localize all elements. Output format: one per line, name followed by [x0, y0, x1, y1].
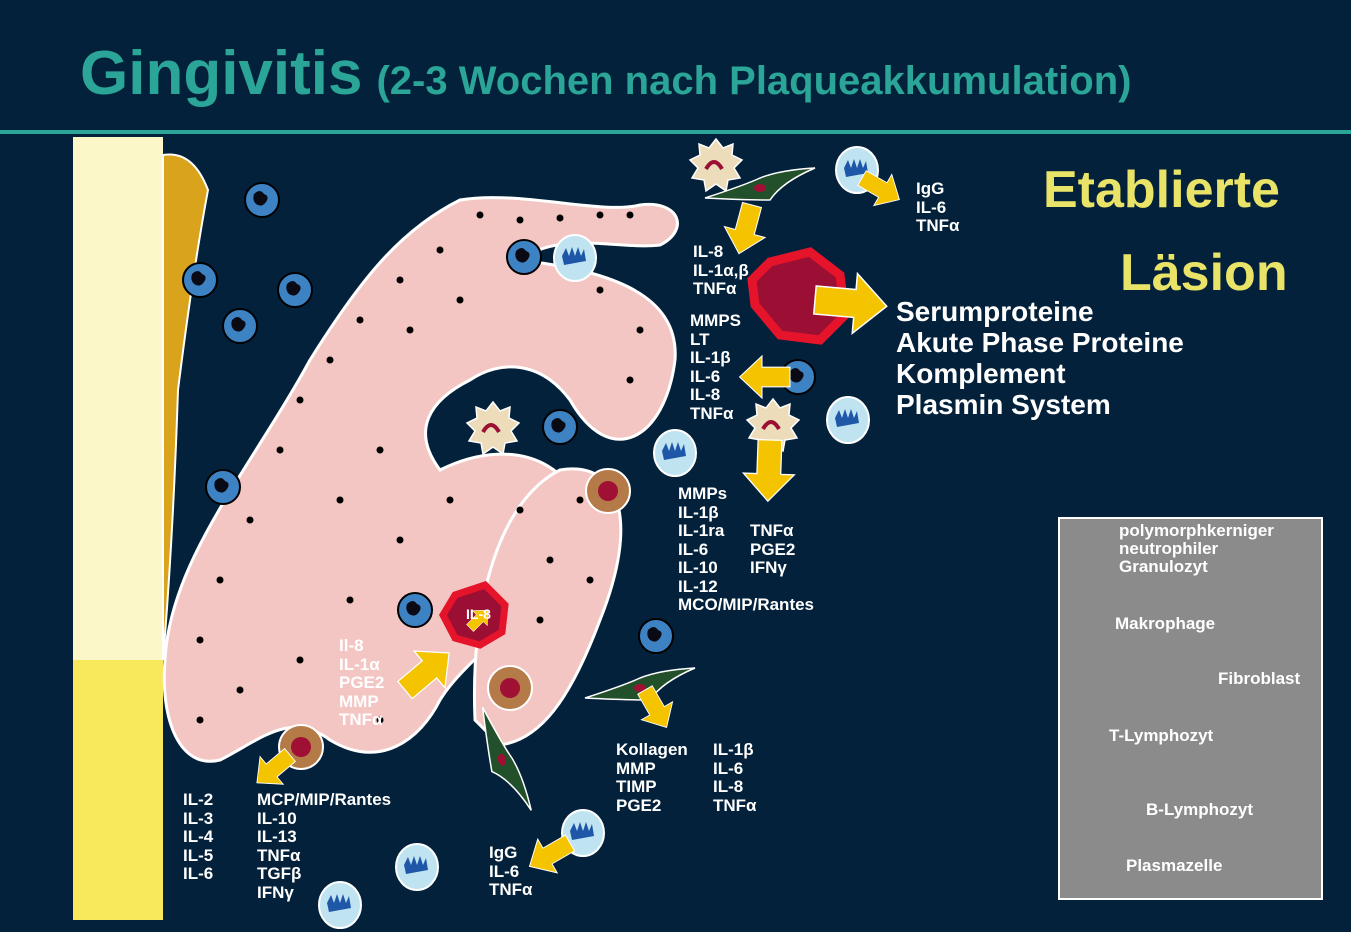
macrophage-label-col1: MMPs IL-1β IL-1ra IL-6 IL-10 IL-12 MCO/M… — [678, 484, 815, 614]
legend-fibroblast: Fibroblast — [1218, 669, 1301, 688]
vessel-products: Serumproteine Akute Phase Proteine Kompl… — [896, 296, 1184, 420]
stage-label-line2: Läsion — [1120, 244, 1288, 302]
legend-neutrophil: polymorphkerniger neutrophiler Granulozy… — [1119, 521, 1274, 576]
fibroblast-label-col2: IL-1β IL-6 IL-8 TNFα — [713, 740, 757, 815]
legend-b-lymphocyte: B-Lymphozyt — [1146, 800, 1254, 819]
plasma-bottom-label: IgG IL-6 TNFα — [489, 843, 533, 899]
stage-label-line1: Etablierte — [1043, 161, 1280, 219]
gingival-epithelium — [162, 196, 679, 763]
product-item: Komplement — [896, 358, 1066, 389]
epithelium-label: Il-8 IL-1α PGE2 MMP TNFα — [339, 636, 385, 729]
tooth-enamel — [73, 137, 163, 660]
t-cell-label-col2: MCP/MIP/Rantes IL-10 IL-13 TNFα TGFβ IFN… — [257, 790, 392, 902]
blood-vessel-small — [438, 580, 509, 649]
fibroblast-label-col1: Kollagen MMP TIMP PGE2 — [616, 740, 688, 815]
neutrophil-label: MMPS LT IL-1β IL-6 IL-8 TNFα — [690, 311, 741, 423]
page-title: Gingivitis (2-3 Wochen nach Plaqueakkumul… — [80, 38, 1131, 109]
fibroblast-top-label: IL-8 IL-1α,β TNFα — [693, 242, 749, 298]
legend-plasma-cell: Plasmazelle — [1126, 856, 1223, 875]
plasma-top-label: IgG IL-6 TNFα — [916, 179, 960, 235]
plaque — [162, 153, 210, 661]
legend-macrophage: Makrophage — [1115, 614, 1216, 633]
title-main: Gingivitis — [80, 39, 363, 108]
blood-vessel-large — [747, 247, 850, 345]
macrophage-label-col2: TNFα PGE2 IFNγ — [750, 521, 796, 577]
product-item: Plasmin System — [896, 389, 1111, 420]
title-divider — [0, 130, 1351, 134]
product-item: Serumproteine — [896, 296, 1094, 327]
legend-t-lymphocyte: T-Lymphozyt — [1109, 726, 1214, 745]
t-cell-label-col1: IL-2 IL-3 IL-4 IL-5 IL-6 — [183, 790, 214, 883]
vessel-label: IL-8 — [466, 606, 491, 622]
tooth-root — [73, 660, 163, 920]
title-sub: (2-3 Wochen nach Plaqueakkumulation) — [376, 59, 1132, 103]
product-item: Akute Phase Proteine — [896, 327, 1184, 358]
legend — [1058, 517, 1323, 900]
